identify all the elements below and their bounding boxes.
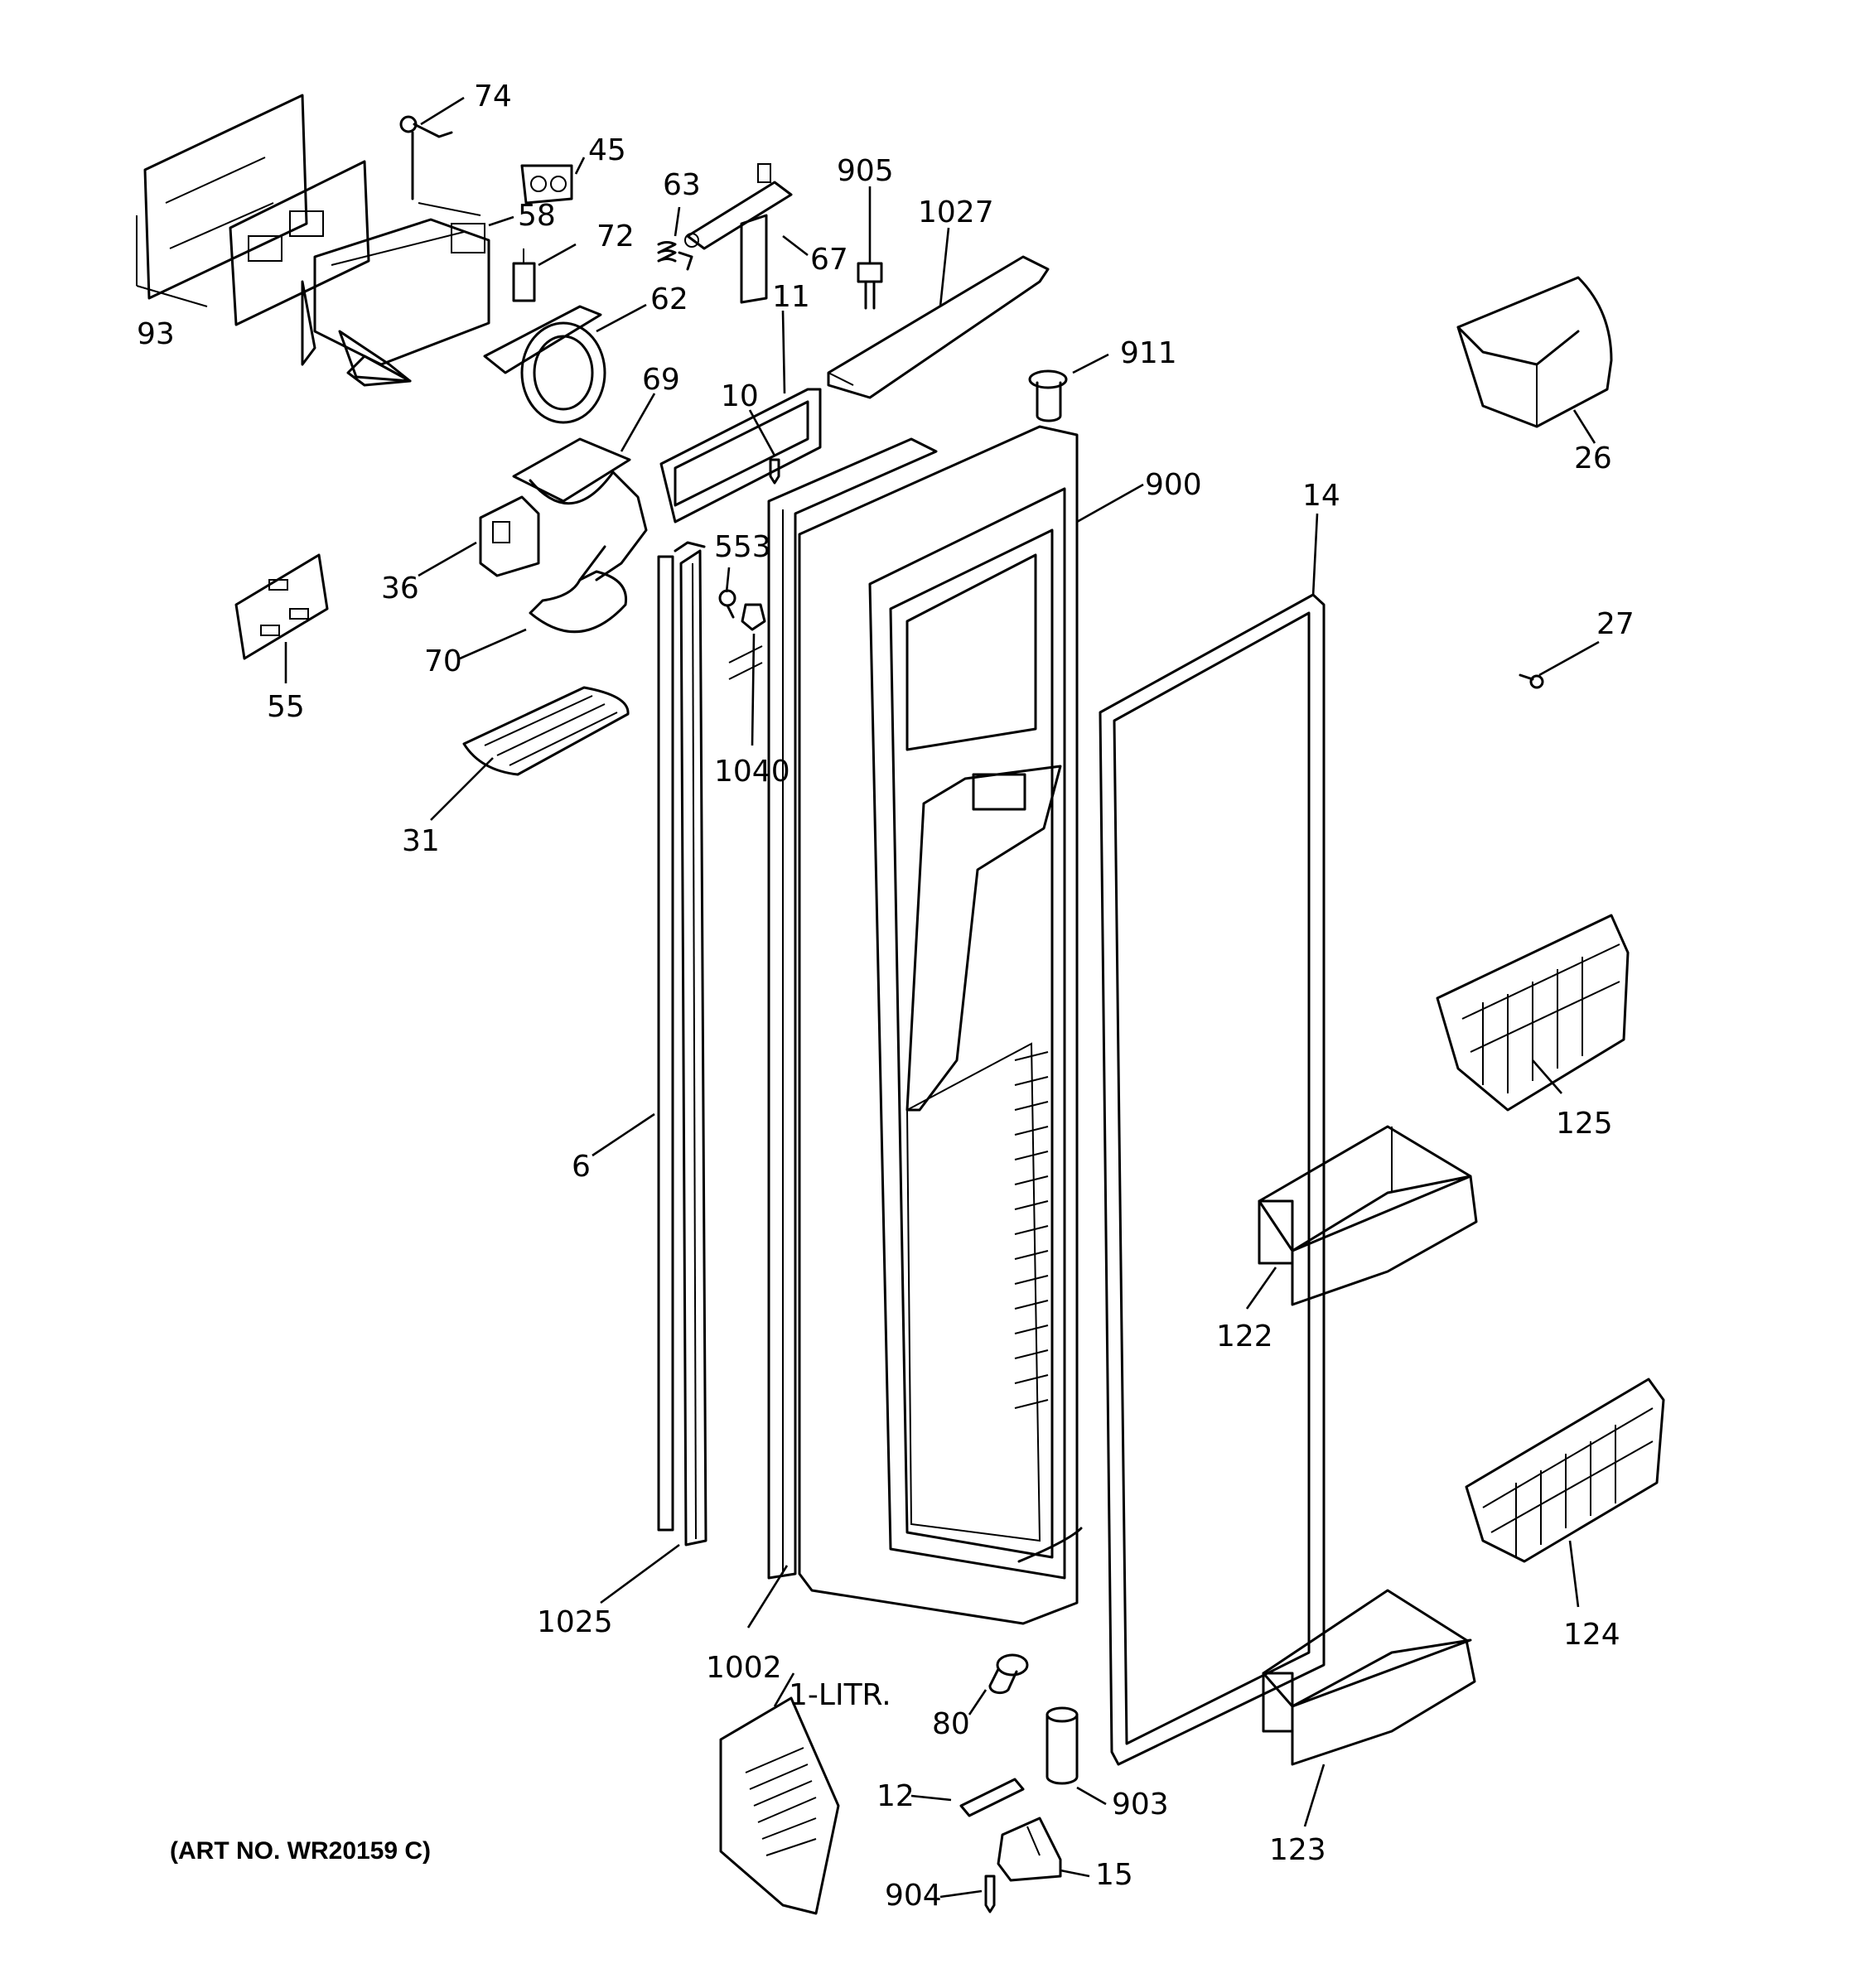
callout-55: 55 — [267, 690, 305, 724]
art-number-caption: (ART NO. WR20159 C) — [170, 1837, 432, 1865]
callout-36: 36 — [381, 572, 419, 606]
callout-31: 31 — [402, 824, 440, 858]
part-12-shim — [959, 1778, 1025, 1817]
part-125-basket — [1436, 914, 1630, 1112]
part-93-control-board — [136, 94, 370, 326]
part-1002-panel — [728, 437, 938, 1580]
callout-6: 6 — [572, 1150, 591, 1184]
callout-904: 904 — [885, 1879, 942, 1913]
callout-63: 63 — [663, 168, 701, 202]
callout-69: 69 — [642, 363, 680, 397]
part-553-screw — [718, 589, 736, 619]
callout-45: 45 — [588, 133, 626, 167]
part-1040-button — [741, 603, 766, 631]
part-27-screw — [1519, 673, 1544, 689]
callout-124: 124 — [1563, 1618, 1620, 1652]
part-122-door-bin — [1258, 1125, 1478, 1306]
part-1-litr-booklet — [719, 1696, 840, 1915]
part-15-hinge-bracket — [997, 1817, 1062, 1882]
callout-labels: 74 45 58 93 72 63 67 905 1027 62 11 911 … — [137, 80, 1635, 1913]
part-1025-breaker — [674, 541, 707, 1546]
callout-1-litr: 1-LITR. — [789, 1678, 891, 1712]
callout-553: 553 — [714, 530, 771, 564]
part-58-chute-housing — [301, 202, 490, 387]
callout-900: 900 — [1145, 468, 1202, 502]
callout-1025: 1025 — [537, 1605, 613, 1639]
callout-26: 26 — [1574, 442, 1612, 475]
callout-58: 58 — [518, 199, 556, 233]
part-911-bushing — [1028, 369, 1068, 422]
callout-67: 67 — [810, 243, 848, 277]
part-80-plug — [988, 1653, 1029, 1695]
callout-1002: 1002 — [706, 1651, 782, 1685]
part-905-bolt — [857, 262, 883, 310]
callout-905: 905 — [837, 154, 894, 188]
part-26-cover — [1456, 276, 1613, 428]
callout-122: 122 — [1216, 1320, 1273, 1353]
callout-14: 14 — [1302, 479, 1340, 513]
part-11-frame — [659, 388, 822, 524]
part-900-door-liner — [798, 425, 1083, 1625]
part-74-bracket — [399, 115, 453, 200]
part-62-ring — [483, 305, 606, 424]
callout-123: 123 — [1269, 1833, 1326, 1867]
callout-15: 15 — [1095, 1858, 1133, 1892]
part-10-screw — [769, 458, 780, 485]
part-69-funnel — [512, 437, 648, 581]
part-903-pin — [1045, 1706, 1079, 1785]
callout-11: 11 — [772, 280, 810, 314]
callout-1027: 1027 — [918, 195, 994, 229]
part-70-lever — [529, 545, 628, 634]
callout-72: 72 — [596, 220, 635, 253]
part-14-gasket — [1099, 593, 1326, 1766]
part-6-strip — [657, 555, 674, 1532]
callout-93: 93 — [137, 317, 175, 351]
callout-911: 911 — [1120, 336, 1177, 370]
part-904-screw — [984, 1875, 996, 1913]
callout-1040: 1040 — [714, 755, 790, 789]
part-55-plate — [234, 553, 329, 660]
part-36-module — [479, 495, 540, 577]
callout-10: 10 — [721, 379, 759, 413]
callout-125: 125 — [1556, 1107, 1613, 1141]
callout-27: 27 — [1596, 607, 1635, 641]
part-124-basket — [1465, 1378, 1665, 1563]
part-63-spring — [657, 241, 693, 271]
part-72-switch — [512, 248, 536, 302]
part-45-cap — [520, 164, 573, 205]
part-31-grille — [462, 686, 630, 776]
part-123-door-bin — [1262, 1589, 1476, 1766]
part-67-hinge — [684, 163, 793, 304]
callout-903: 903 — [1112, 1788, 1169, 1822]
leader-lines — [284, 96, 1600, 1899]
part-1027-trim — [827, 255, 1050, 399]
callout-80: 80 — [932, 1707, 970, 1741]
callout-70: 70 — [424, 644, 462, 678]
callout-12: 12 — [876, 1779, 915, 1813]
callout-74: 74 — [474, 80, 512, 113]
callout-62: 62 — [650, 282, 688, 316]
